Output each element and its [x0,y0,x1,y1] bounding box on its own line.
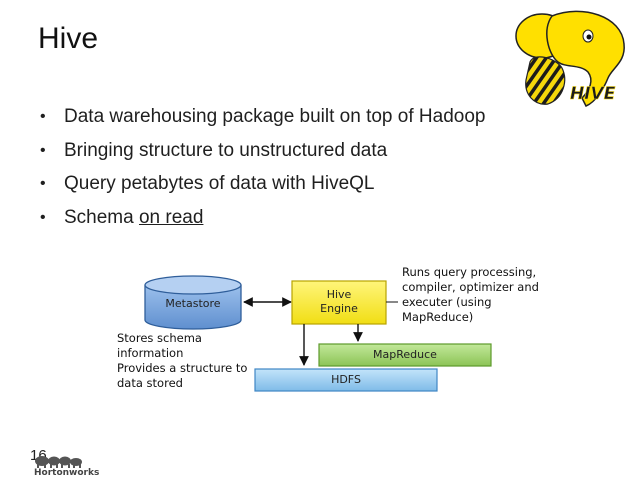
bullet-dot: • [40,208,46,226]
mapreduce-box [318,343,492,367]
hdfs-label: HDFS [331,373,361,386]
metastore-cylinder [144,275,242,330]
hive-engine-label-line2: Engine [320,302,358,315]
hdfs-box [254,368,438,392]
bullet-text-prefix: Schema [64,206,139,228]
bullet-item: • Bringing structure to unstructured data [38,141,485,175]
hive-logo: HIVE [515,10,625,107]
bullet-text: Data warehousing package built on top of… [64,106,486,127]
mapreduce-label: MapReduce [373,348,437,361]
schema-note-line: Provides a structure to [117,361,248,375]
schema-note-line: Stores schema [117,331,202,345]
brand-name: Hortonworks [34,468,100,478]
bullet-dot: • [40,175,46,192]
engine-note-line: executer (using [402,295,492,309]
schema-note-line: data stored [117,376,183,390]
engine-note-line: compiler, optimizer and [402,280,539,294]
engine-note-line: Runs query processing, [402,265,537,279]
bullet-item: • Query petabytes of data with HiveQL [38,174,485,208]
hive-engine-label-line1: Hive [326,288,352,301]
metastore-label: Metastore [165,297,221,310]
bullet-text: Query petabytes of data with HiveQL [64,173,375,194]
schema-note-line: information [117,346,184,360]
bullet-text: Bringing structure to unstructured data [64,139,388,161]
bullet-dot: • [40,108,46,125]
bullet-list: • Data warehousing package built on top o… [38,107,485,241]
engine-note-line: MapReduce) [402,310,474,324]
hive-logo-text: HIVE [570,84,616,104]
engine-note: Runs query processing, compiler, optimiz… [402,265,539,325]
bullet-item: • Schema on read [38,208,485,242]
elephants-logo-icon [35,456,82,468]
bullet-dot: • [40,141,46,159]
bullet-text-underlined: on read [138,206,204,228]
schema-note: Stores schema information Provides a str… [117,331,247,391]
bullet-item: • Data warehousing package built on top o… [38,107,485,141]
slide-title: Hive [38,22,99,55]
